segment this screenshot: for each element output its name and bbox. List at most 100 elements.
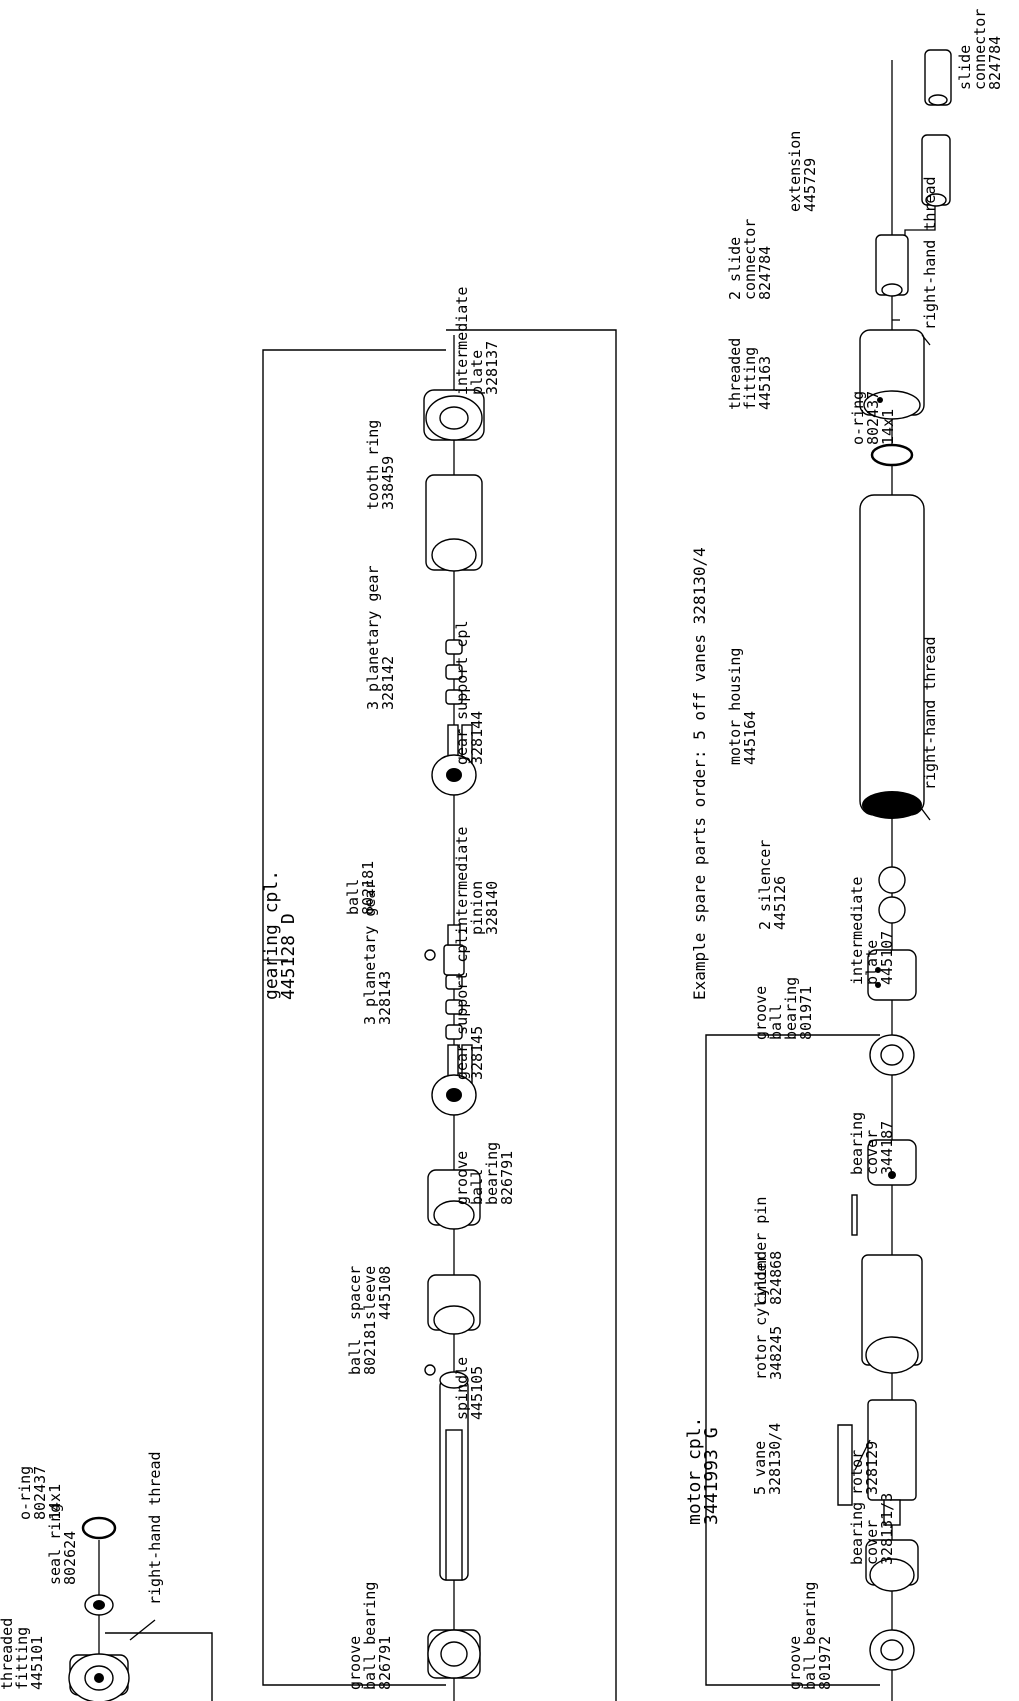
gearing-parts-label-4: grooveballbearing826791 (453, 1142, 516, 1205)
label-line: cover (863, 1520, 881, 1565)
label-line: 824784 (986, 36, 1004, 90)
label-line: intermediate (848, 877, 866, 985)
label-line: 445729 (801, 158, 819, 212)
bearing-cover-344187-part (867, 1139, 917, 1186)
label-line: groove (453, 1151, 471, 1205)
label-line: connector (741, 219, 759, 300)
label-line: ball (767, 1004, 785, 1040)
label-line: 3 planetary gear (364, 566, 382, 711)
gear-support-328145-part (431, 1044, 477, 1116)
groove-ball-bearing-801971-part (869, 1034, 915, 1076)
label-line: 328142 (379, 656, 397, 710)
label-line: tooth ring (364, 420, 382, 510)
label-line: intermediate (453, 827, 471, 935)
spare-parts-order-note: Example spare parts order: 5 off vanes 3… (690, 547, 709, 1000)
label-line: ball (346, 1339, 364, 1375)
motor-parts-label-12: o-ring80243714x1 (849, 391, 897, 445)
gearing-parts-label-8: intermediatepinion328140 (453, 827, 501, 935)
label-line: fitting (741, 347, 759, 410)
intermediate-plate-328137-part (423, 389, 485, 441)
gearing-assembly-frame (262, 329, 617, 1701)
gear-support-328144-part (431, 724, 477, 796)
label-line: seal ring (46, 1504, 64, 1585)
motor-parts-label-15: right-hand thread (921, 176, 939, 330)
groove-ball-bearing-826791-a-part (427, 1629, 481, 1679)
label-line: 328137 (483, 341, 501, 395)
label-line: ball (344, 879, 362, 915)
label-line: threaded (0, 1618, 16, 1690)
label-line: 802437 (864, 391, 882, 445)
label-line: 826791 (376, 1636, 394, 1690)
label-line: spacer (346, 1266, 364, 1320)
planetary-gears-328142-part (445, 639, 463, 705)
label-line: 328129 (863, 1441, 881, 1495)
label-line: bearing (848, 1502, 866, 1565)
motor-parts-label-0: grooveball bearing801972 (786, 1582, 834, 1690)
label-line: threaded (726, 338, 744, 410)
motor-housing-445164-part (859, 494, 925, 819)
label-line: pinion (468, 881, 486, 935)
label-line: plate (468, 350, 486, 395)
label-line: 328140 (483, 881, 501, 935)
label-line: 445164 (741, 711, 759, 765)
label-line: bearing (782, 977, 800, 1040)
planetary-gears-328143-part (445, 974, 463, 1040)
gearing-parts-label-5: gear support cpl.328145 (453, 926, 486, 1080)
title-line: 445128 D (278, 913, 299, 1000)
label-line: 348245 (767, 1326, 785, 1380)
threaded-fitting-445101-part (68, 1653, 130, 1701)
label-line: 14x1 (46, 1484, 64, 1520)
title-line: 3441993 G (701, 1427, 722, 1525)
label-line: groove (346, 1636, 364, 1690)
motor-assembly-title: motor cpl.3441993 G (684, 1417, 722, 1525)
threaded-fitting-445163-part (859, 329, 925, 420)
label-line: 14x1 (879, 409, 897, 445)
top-parts-label-3: right-hand thread (146, 1451, 164, 1605)
label-line: gear support cpl. (453, 926, 471, 1080)
bearing-cover-328131-3-part (865, 1539, 919, 1592)
o-ring-top-part (81, 1516, 117, 1540)
title-line: motor cpl. (684, 1417, 705, 1525)
label-line: right-hand thread (146, 1451, 164, 1605)
cylinder-pin-824868-part (851, 1194, 858, 1236)
gearing-parts-label-1: ball802181 (346, 1321, 379, 1375)
label-line: rotor cylinder (752, 1254, 770, 1380)
groove-ball-bearing-826791-b-part (427, 1169, 481, 1230)
spacer-sleeve-445108-part (427, 1274, 481, 1335)
label-line: 801972 (816, 1636, 834, 1690)
motor-parts-label-7: grooveballbearing801971 (752, 977, 815, 1040)
label-line: 445101 (28, 1636, 46, 1690)
gearing-parts-label-11: tooth ring338459 (364, 420, 397, 510)
spindle-445105-part (439, 1371, 469, 1581)
label-line: fitting (13, 1627, 31, 1690)
label-line: 2 silencer (756, 840, 774, 930)
label-line: 802624 (61, 1531, 79, 1585)
label-line: 445105 (468, 1366, 486, 1420)
label-line: 824784 (756, 246, 774, 300)
label-line: 445126 (771, 876, 789, 930)
label-line: cover (863, 1130, 881, 1175)
rotor-328129-part (867, 1399, 917, 1526)
top-parts-label-2: o-ring80243714x1 (16, 1466, 64, 1520)
ball-802181-b-part (424, 949, 436, 961)
label-line: 328144 (468, 711, 486, 765)
label-line: 802181 (361, 1321, 379, 1375)
slide-connectors-824784-part (875, 234, 909, 297)
gearing-parts-label-6: 3 planetary gear328143 (361, 881, 394, 1026)
label-line: 328143 (376, 971, 394, 1025)
gearing-parts-label-0: grooveball bearing826791 (346, 1582, 394, 1690)
tooth-ring-338459-part (425, 474, 483, 572)
motor-parts-label-10: motor housing445164 (726, 648, 759, 765)
motor-assembly-frame (705, 1034, 880, 1686)
slide-connector-824784-end-part (924, 49, 952, 106)
label-line: 328131/3 (878, 1493, 896, 1565)
label-line: 824868 (767, 1251, 785, 1305)
motor-parts-label-6: bearingcover344187 (848, 1112, 896, 1175)
motor-parts-label-16: extension445729 (786, 131, 819, 212)
label-line: sleeve (361, 1266, 379, 1320)
groove-ball-bearing-801972-part (869, 1629, 915, 1671)
label-line: motor housing (726, 648, 744, 765)
label-line: groove (786, 1636, 804, 1690)
rotor-cylinder-348245-part (861, 1254, 923, 1374)
